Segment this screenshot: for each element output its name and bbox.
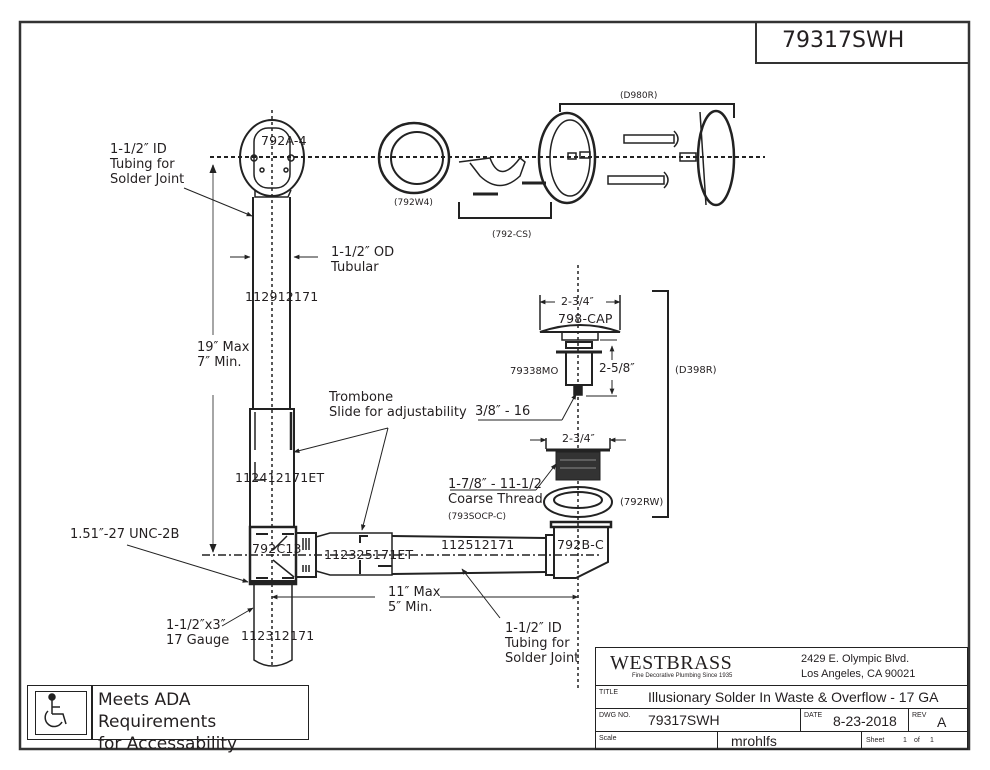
date-value: 8-23-2018 [833,713,897,729]
ada-divider [91,686,93,739]
dwg-row: DWG NO. 79317SWH DATE 8-23-2018 REV A [596,709,967,732]
dwg-no-caption: DWG NO. [599,712,631,719]
part-faceplate-kit: (D980R) [620,91,658,101]
rev-caption: REV [912,712,927,719]
title-block: WESTBRASS Fine Decorative Plumbing Since… [595,647,968,750]
sheet-total: 1 [930,737,934,744]
tailpiece [253,584,293,667]
callout-thread-spec: 1.51″-27 UNC-2B [70,527,180,542]
part-rubber-washer: (792RW) [620,497,664,508]
part-drain-elbow: 792B-C [557,537,604,552]
address-line-2: Los Angeles, CA 90021 [801,668,916,680]
part-cross-bar-set: (792-CS) [492,230,532,240]
title-caption: TITLE [599,689,619,696]
stopper-body [565,351,593,386]
drain-flange [555,451,601,481]
part-tailpiece: 112312171 [241,628,315,643]
part-cap: 798-CAP [558,311,613,326]
title-block-header: WESTBRASS Fine Decorative Plumbing Since… [596,648,967,686]
part-horizontal-slip: 112325171ET [324,547,414,562]
part-stopper: 79338MO [510,366,559,377]
title-row: TITLE Illusionary Solder In Waste & Over… [596,686,967,709]
company-logo: WESTBRASS [610,652,733,674]
part-gasket: (792W4) [394,198,433,208]
ada-line-1: Meets ADA Requirements [98,690,217,732]
part-trombone-tube: 112412171ET [235,470,325,485]
sheet-caption: Sheet [866,737,885,744]
date-caption: DATE [804,712,823,719]
drain-elbow [553,526,609,579]
drawn-by: mrohlfs [731,733,777,749]
dwg-no: 79317SWH [648,712,720,728]
part-drain-flange: (793SOCP-C) [448,512,507,522]
part-horizontal-tube: 112512171 [441,537,515,552]
overflow-elbow [239,119,305,197]
address-line-1: 2429 E. Olympic Blvd. [801,653,910,665]
part-overflow-tube: 112912171 [245,289,319,304]
callout-height-range: 19″ Max 7″ Min. [197,340,250,370]
rubber-washer [543,486,613,518]
cross-bar-clip [458,156,526,187]
callout-coarse-thread: 1-7/8″ - 11-1/2 Coarse Thread [448,477,543,507]
wheelchair-icon [44,693,67,728]
overflow-faceplate [537,111,597,205]
part-overflow-elbow: 792A-4 [261,133,307,148]
rev-value: A [937,714,947,730]
drawing-number-header: 79317SWH [755,22,968,64]
callout-od-tubular: 1-1/2″ OD Tubular [331,245,395,275]
outer-frame [18,20,971,751]
callout-trombone: Trombone Slide for adjustability [329,390,467,420]
of-caption: of [914,737,920,744]
company-tagline: Fine Decorative Plumbing Since 1935 [632,673,733,679]
callout-length-range: 11″ Max 5″ Min. [388,585,441,615]
part-tee: 792C13 [252,541,302,556]
callout-tubing-solder-bottom: 1-1/2″ ID Tubing for Solder Joint [505,621,580,666]
part-drain-kit: (D398R) [675,365,717,376]
overflow-cover [696,109,736,207]
wheelchair-accessibility-icon [35,691,87,735]
callout-tailpiece: 1-1/2″x3″ 17 Gauge [166,618,230,648]
callout-stopper-height: 2-5/8″ [599,361,635,375]
callout-tubing-solder-top: 1-1/2″ ID Tubing for Solder Joint [110,142,185,187]
callout-stud-thread: 3/8″ - 16 [475,404,531,419]
gasket-792w4 [377,121,451,195]
scale-caption: Scale [599,735,617,742]
scale-row: Scale mrohlfs Sheet 1 of 1 [596,732,967,749]
ada-notice: Meets ADA Requirements for Accessability [27,685,309,754]
callout-cap-width: 2-3/4″ [561,295,594,308]
drawing-title: Illusionary Solder In Waste & Overflow -… [648,689,939,705]
sheet-number: 1 [903,737,907,744]
callout-drain-width: 2-3/4″ [562,432,595,445]
drawing-number-text: 79317SWH [782,28,905,53]
trombone-slide [249,408,295,528]
ada-line-2: for Accessability [98,734,238,754]
drain-cap [539,324,621,333]
